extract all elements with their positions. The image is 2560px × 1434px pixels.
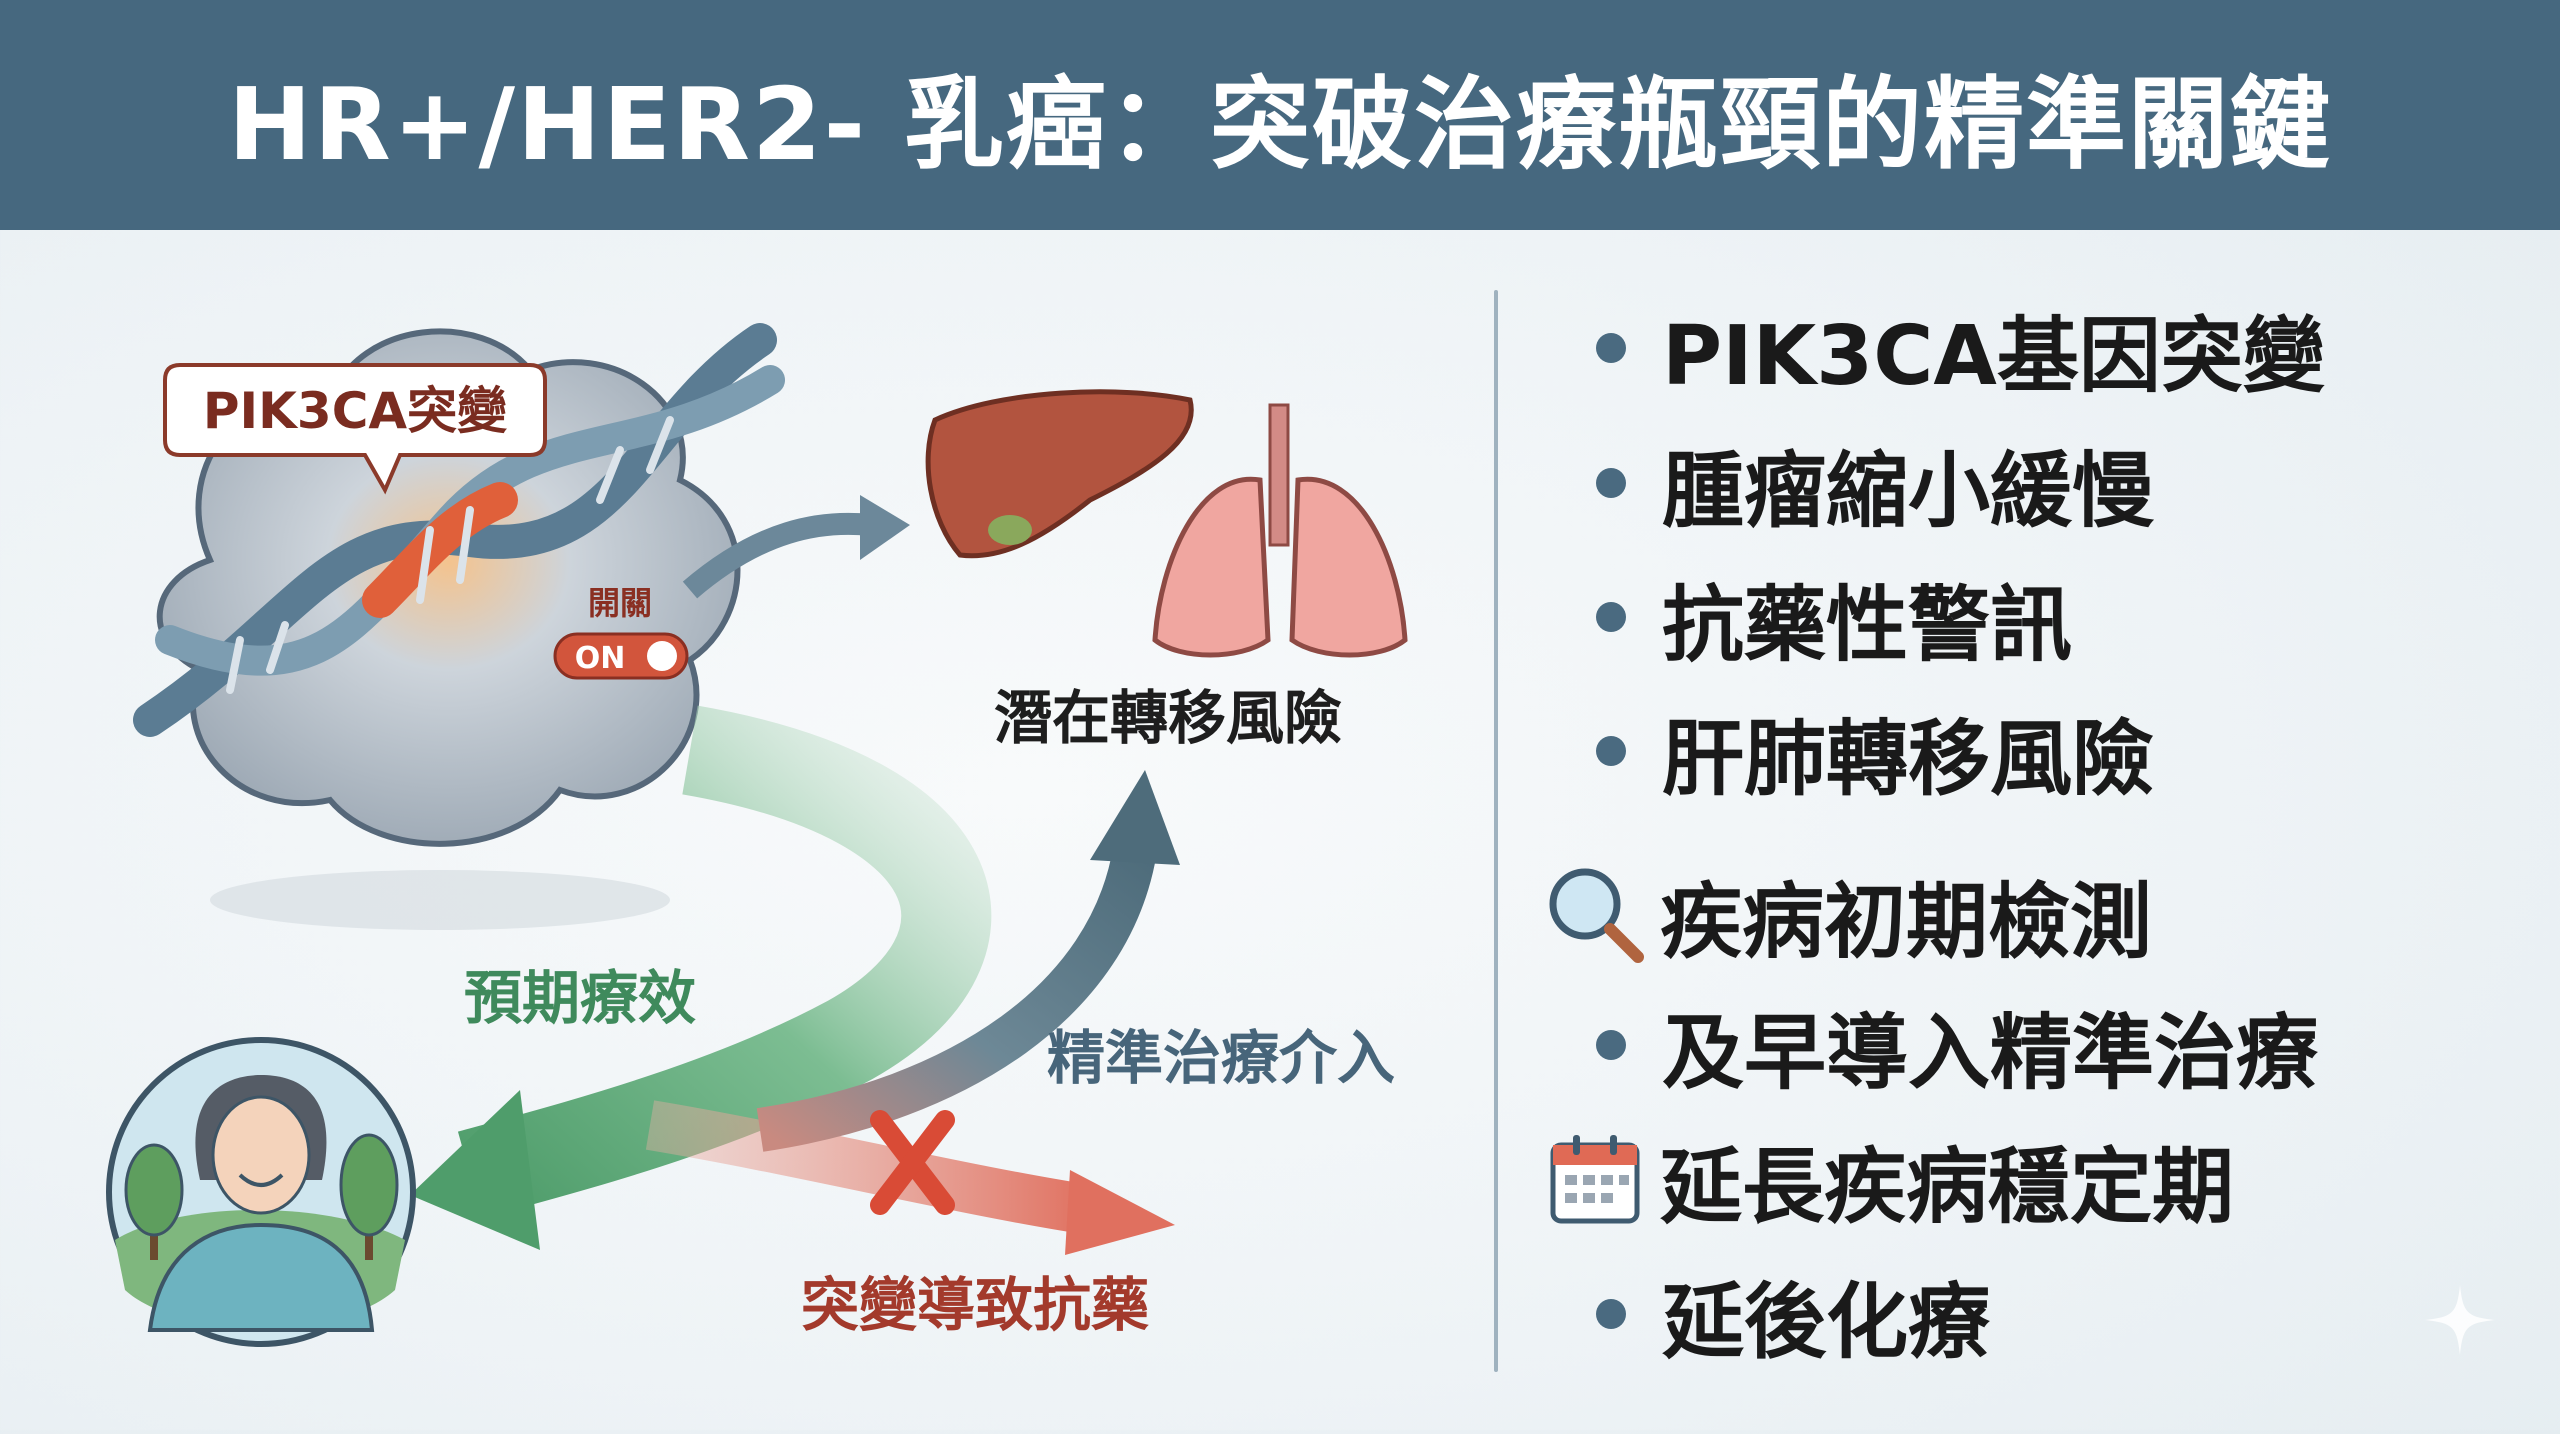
sparkle-icon (2425, 1285, 2495, 1355)
list-item: 腫瘤縮小緩慢 (1590, 428, 2154, 539)
title-banner: HR+/HER2- 乳癌：突破治療瓶頸的精準關鍵 (0, 0, 2560, 230)
list-item-text: 疾病初期檢測 (1660, 874, 2153, 970)
bullet-icon (1596, 333, 1626, 363)
column-divider (1494, 290, 1498, 1372)
illustration-svg: PIK3CA突變 開關 ON 潛在轉移風險 預期療效 精準治療介入 突變導致抗藥 (106, 323, 1408, 1347)
list-item: 疾病初期檢測 (1530, 859, 2152, 970)
precision-therapy-arrow (756, 846, 1157, 1152)
list-item-text: PIK3CA基因突變 (1662, 308, 2325, 404)
list-item: PIK3CA基因突變 (1590, 293, 2325, 404)
dna-helix-icon (133, 323, 785, 737)
metastasis-arrowhead (860, 495, 910, 560)
list-item-text: 延長疾病穩定期 (1660, 1139, 2235, 1235)
list-item-text: 肝肺轉移風險 (1662, 711, 2155, 807)
mutation-label: PIK3CA突變 (203, 382, 507, 440)
bullet-icon (1596, 602, 1626, 632)
switch-state: ON (575, 641, 626, 676)
list-item: 及早導入精準治療 (1590, 990, 2318, 1101)
magnifier-icon (1530, 868, 1660, 963)
list-item: 延後化療 (1590, 1259, 1990, 1370)
mutation-callout: PIK3CA突變 (163, 363, 547, 495)
list-item: 肝肺轉移風險 (1590, 696, 2154, 807)
switch-label: 開關 (588, 584, 652, 622)
liver-icon (925, 389, 1194, 559)
gallbladder-icon (988, 515, 1032, 545)
resistance-label: 突變導致抗藥 (801, 1271, 1149, 1339)
precision-therapy-label: 精準治療介入 (1047, 1024, 1395, 1092)
expected-effect-arrowhead (410, 1090, 540, 1250)
expected-effect-arrow (457, 705, 992, 1219)
patient-avatar (106, 1037, 416, 1347)
expected-effect-label: 預期療效 (464, 964, 696, 1032)
precision-therapy-arrowhead (1090, 770, 1180, 865)
pathway-illustration: PIK3CA突變 開關 ON 潛在轉移風險 預期療效 精準治療介入 突變導致抗藥 (0, 230, 1490, 1430)
tumor-cloud-icon (156, 328, 741, 930)
metastasis-risk-label: 潛在轉移風險 (994, 684, 1342, 752)
bullet-icon (1596, 468, 1626, 498)
list-item: 延長疾病穩定期 (1530, 1124, 2234, 1235)
list-item-text: 延後化療 (1662, 1274, 1991, 1370)
list-item-text: 抗藥性警訊 (1662, 577, 2073, 673)
calendar-icon (1530, 1134, 1660, 1224)
list-item-text: 腫瘤縮小緩慢 (1662, 443, 2155, 539)
resistance-arrowhead (1065, 1170, 1175, 1255)
on-switch-toggle: ON (553, 632, 689, 680)
bullet-icon (1596, 1299, 1626, 1329)
bullet-icon (1596, 736, 1626, 766)
bullet-icon (1596, 1030, 1626, 1060)
list-item-text: 及早導入精準治療 (1662, 1005, 2319, 1101)
lungs-icon (1152, 403, 1408, 658)
list-item: 抗藥性警訊 (1590, 562, 2072, 673)
metastasis-arrow (682, 512, 872, 599)
blocked-x-icon (870, 1110, 955, 1215)
resistance-arrow (645, 1100, 1094, 1235)
page-title: HR+/HER2- 乳癌：突破治療瓶頸的精準關鍵 (228, 65, 2332, 183)
